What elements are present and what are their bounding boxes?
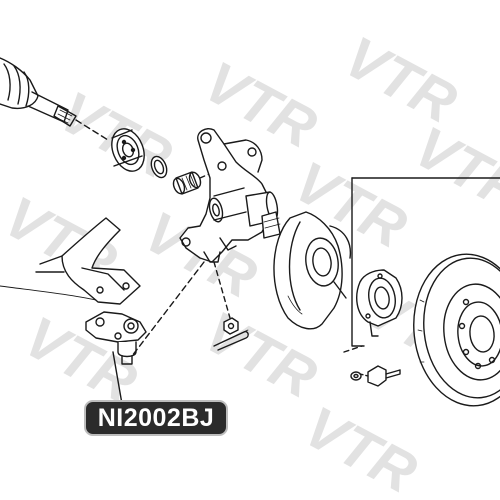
part-number-label: NI2002BJ (84, 400, 228, 436)
wheel-bearing-icon (111, 128, 145, 172)
drive-shaft-icon (0, 57, 109, 141)
castle-nut-icon (213, 261, 239, 335)
watermark-text: VTR (334, 24, 467, 136)
washer-icon (350, 371, 362, 381)
dust-shield-icon (273, 211, 352, 330)
watermark-text: VTR (294, 394, 427, 500)
hub-flange-icon (343, 269, 403, 353)
brake-disc-icon (413, 253, 500, 407)
bolt-icon (359, 365, 401, 387)
cotter-pin-icon (213, 329, 249, 351)
steering-knuckle-icon (179, 128, 281, 263)
watermark-text: VTR (404, 114, 500, 226)
ball-joint-icon (85, 311, 147, 405)
hub-detail-frame (351, 177, 500, 347)
seal-ring-icon (150, 155, 168, 179)
lower-arm-bracket-icon (0, 217, 141, 305)
needle-bearing-icon (172, 171, 215, 195)
